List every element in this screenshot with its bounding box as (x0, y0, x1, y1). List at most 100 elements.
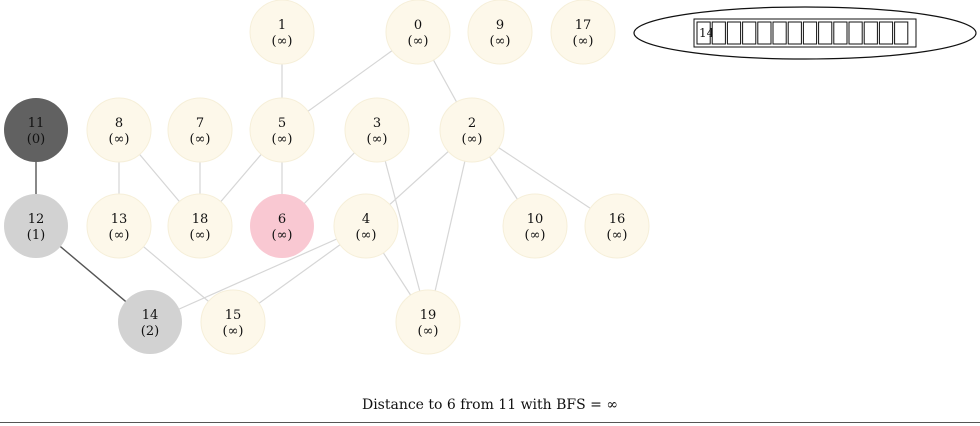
node-15[interactable]: 15(∞) (200, 289, 266, 355)
node-distance: (∞) (109, 228, 130, 243)
node-3[interactable]: 3(∞) (344, 97, 410, 163)
queue-cell (802, 21, 818, 45)
bfs-graph: 0(∞)1(∞)2(∞)3(∞)4(∞)5(∞)6(∞)7(∞)8(∞)9(∞)… (4, 0, 977, 355)
node-label: 8 (115, 116, 123, 131)
queue-cells: 14 (696, 21, 909, 45)
node-circle (467, 0, 533, 65)
queue-cell-value: 14 (699, 26, 715, 40)
node-distance: (∞) (272, 132, 293, 147)
queue-cell (726, 21, 742, 45)
node-circle (86, 97, 152, 163)
node-label: 18 (192, 212, 209, 227)
node-distance: (∞) (607, 228, 628, 243)
node-label: 6 (278, 212, 286, 227)
node-circle (502, 193, 568, 259)
node-circle (344, 97, 410, 163)
node-13[interactable]: 13(∞) (86, 193, 152, 259)
node-label: 17 (575, 18, 592, 33)
node-distance: (1) (27, 228, 45, 243)
node-label: 10 (527, 212, 544, 227)
node-distance: (∞) (418, 324, 439, 339)
node-circle (249, 0, 315, 65)
node-distance: (∞) (408, 34, 429, 49)
node-label: 13 (111, 212, 128, 227)
queue-cell (894, 21, 909, 45)
node-4[interactable]: 4(∞) (333, 193, 399, 259)
node-circle (385, 0, 451, 65)
node-circle (86, 193, 152, 259)
node-circle (167, 97, 233, 163)
node-label: 15 (225, 308, 242, 323)
node-label: 7 (196, 116, 204, 131)
edge-3-19 (376, 129, 429, 323)
node-distance: (∞) (109, 132, 130, 147)
node-distance: (∞) (573, 34, 594, 49)
node-label: 19 (420, 308, 437, 323)
queue-cell (787, 21, 802, 45)
node-label: 12 (28, 212, 45, 227)
node-distance: (∞) (490, 34, 511, 49)
status-caption: Distance to 6 from 11 with BFS = ∞ (361, 397, 619, 413)
node-distance: (∞) (525, 228, 546, 243)
node-distance: (∞) (367, 132, 388, 147)
node-9[interactable]: 9(∞) (467, 0, 533, 65)
node-14[interactable]: 14(2) (118, 290, 182, 354)
queue-cell (833, 21, 848, 45)
node-2[interactable]: 2(∞) (439, 97, 505, 163)
node-distance: (∞) (462, 132, 483, 147)
queue-cell (696, 21, 711, 45)
node-19[interactable]: 19(∞) (395, 289, 461, 355)
node-16[interactable]: 16(∞) (584, 193, 650, 259)
edges-layer (35, 31, 618, 323)
node-circle (439, 97, 505, 163)
node-distance: (∞) (190, 228, 211, 243)
edge-4-14 (149, 225, 367, 323)
node-circle (250, 194, 314, 258)
node-1[interactable]: 1(∞) (249, 0, 315, 65)
node-11[interactable]: 11(0) (4, 98, 68, 162)
node-0[interactable]: 0(∞) (385, 0, 451, 65)
node-circle (167, 193, 233, 259)
node-17[interactable]: 17(∞) (550, 0, 616, 65)
node-label: 11 (28, 116, 45, 131)
node-label: 16 (609, 212, 626, 227)
node-circle (118, 290, 182, 354)
edge-2-19 (427, 129, 473, 323)
node-12[interactable]: 12(1) (4, 194, 68, 258)
node-label: 9 (496, 18, 504, 33)
nodes-layer: 0(∞)1(∞)2(∞)3(∞)4(∞)5(∞)6(∞)7(∞)8(∞)9(∞)… (4, 0, 650, 355)
node-distance: (∞) (272, 228, 293, 243)
node-distance: (∞) (356, 228, 377, 243)
node-distance: (0) (27, 132, 45, 147)
queue-cell (863, 21, 878, 45)
node-7[interactable]: 7(∞) (167, 97, 233, 163)
node-label: 5 (278, 116, 286, 131)
queue-cell (878, 21, 894, 45)
bottom-divider (0, 422, 980, 423)
node-label: 4 (362, 212, 370, 227)
queue-cell (772, 21, 787, 45)
node-6[interactable]: 6(∞) (250, 194, 314, 258)
node-label: 2 (468, 116, 476, 131)
queue-cell (742, 21, 757, 45)
node-distance: (2) (141, 324, 159, 339)
node-label: 3 (373, 116, 381, 131)
node-circle (333, 193, 399, 259)
node-distance: (∞) (272, 34, 293, 49)
queue-cell (848, 21, 863, 45)
node-8[interactable]: 8(∞) (86, 97, 152, 163)
node-5[interactable]: 5(∞) (249, 97, 315, 163)
queue-cell (818, 21, 833, 45)
node-label: 0 (414, 18, 422, 33)
node-circle (395, 289, 461, 355)
node-circle (584, 193, 650, 259)
node-label: 14 (142, 308, 159, 323)
node-label: 1 (278, 18, 286, 33)
node-circle (249, 97, 315, 163)
node-circle (550, 0, 616, 65)
bfs-queue: 14 (633, 6, 977, 60)
node-10[interactable]: 10(∞) (502, 193, 568, 259)
node-circle (4, 194, 68, 258)
node-18[interactable]: 18(∞) (167, 193, 233, 259)
node-circle (200, 289, 266, 355)
